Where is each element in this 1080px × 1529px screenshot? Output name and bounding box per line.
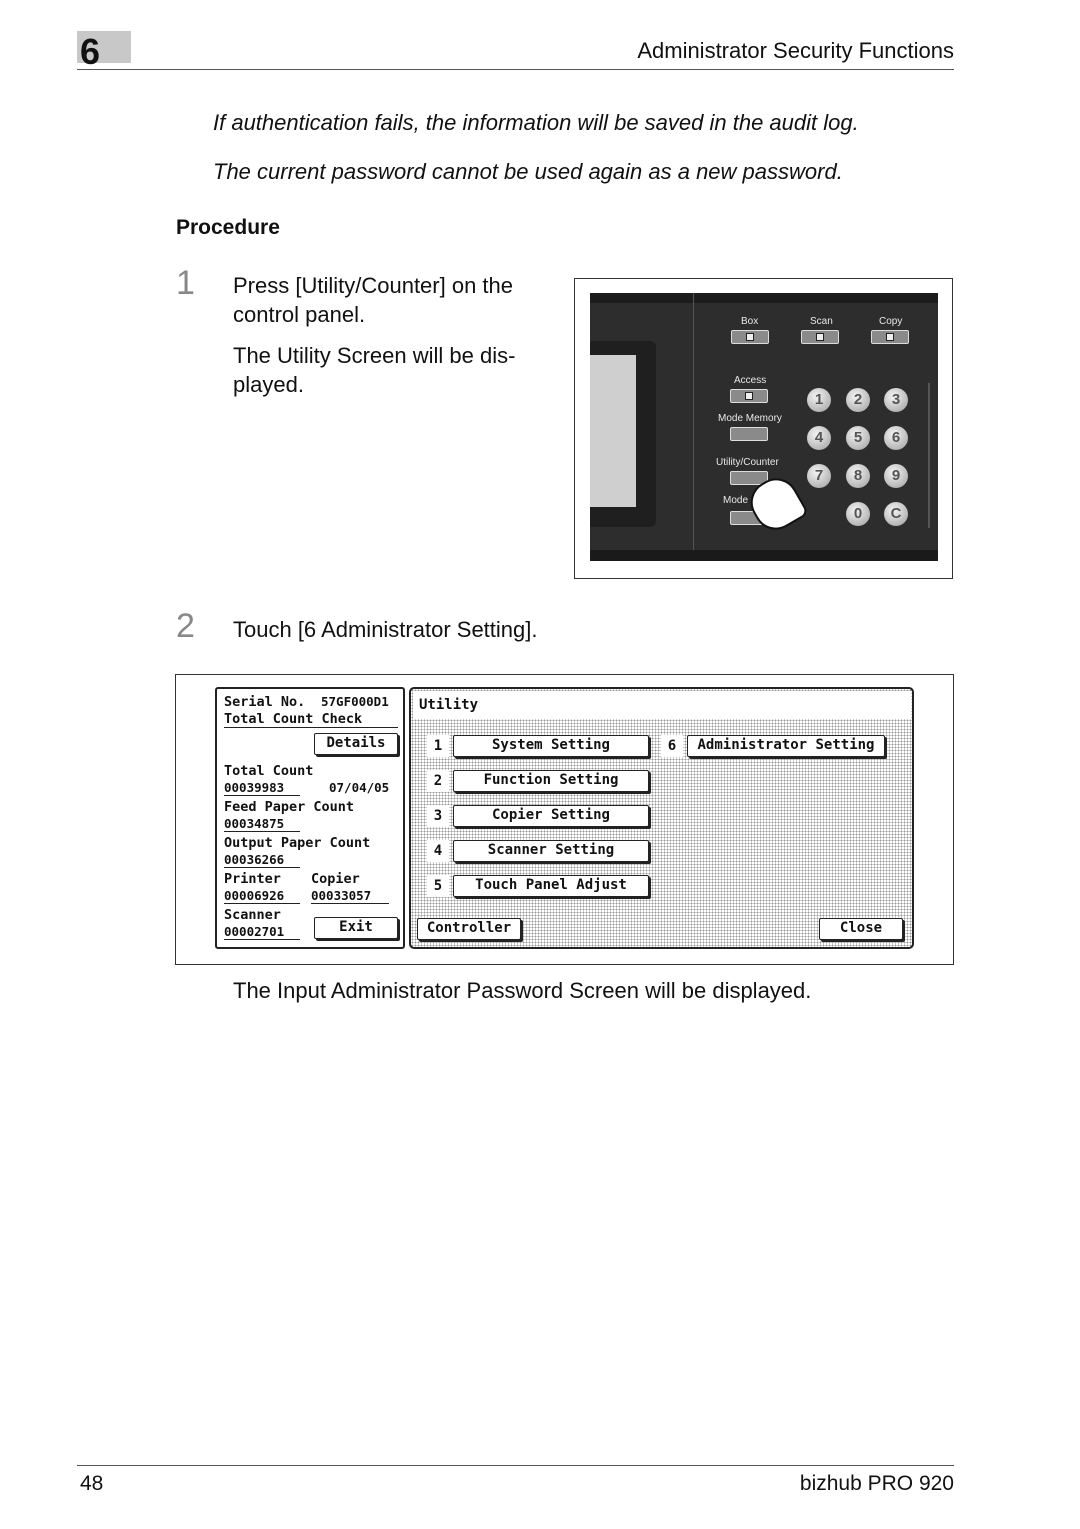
note-password-reuse: The current password cannot be used agai… (213, 159, 843, 184)
keypad-9[interactable]: 9 (884, 464, 908, 488)
counter-panel: Serial No. 57GF000D1 Total Count Check D… (215, 687, 405, 949)
close-button[interactable]: Close (819, 918, 903, 940)
output-paper-count-label: Output Paper Count (224, 835, 371, 851)
scan-icon (816, 333, 824, 341)
panel-label-scan: Scan (810, 316, 833, 327)
step-1-line-1: Press [Utility/Counter] on the (233, 273, 514, 298)
copier-label: Copier (311, 871, 360, 887)
page-number: 48 (80, 1472, 104, 1495)
scan-key[interactable] (801, 330, 839, 344)
section-title: Administrator Security Functions (637, 38, 954, 63)
menu-number-2: 2 (427, 770, 449, 792)
panel-label-utility-counter: Utility/Counter (716, 457, 779, 468)
controller-button[interactable]: Controller (417, 918, 521, 940)
copy-key[interactable] (871, 330, 909, 344)
utility-title: Utility (417, 697, 481, 713)
step-2-number: 2 (176, 607, 195, 645)
serial-label: Serial No. (224, 694, 306, 710)
control-panel-photo: Box Scan Copy Access Mode Memory Utility… (590, 293, 938, 561)
administrator-setting-button[interactable]: Administrator Setting (687, 735, 885, 757)
step-1-number: 1 (176, 264, 195, 302)
step-2-text: Touch [6 Administrator Setting]. (233, 617, 538, 642)
step-2-result: The Input Administrator Password Screen … (233, 978, 812, 1003)
scanner-setting-button[interactable]: Scanner Setting (453, 840, 649, 862)
keypad-3[interactable]: 3 (884, 388, 908, 412)
menu-number-1: 1 (427, 735, 449, 757)
keypad-6[interactable]: 6 (884, 426, 908, 450)
scanner-label: Scanner (224, 907, 281, 923)
keypad-1[interactable]: 1 (807, 388, 831, 412)
keypad-8[interactable]: 8 (846, 464, 870, 488)
feed-paper-count-label: Feed Paper Count (224, 799, 355, 815)
total-count-value: 00039983 (224, 780, 300, 796)
chapter-number: 6 (80, 31, 101, 72)
footer-rule (77, 1465, 954, 1466)
keypad-0[interactable]: 0 (846, 502, 870, 526)
menu-number-5: 5 (427, 875, 449, 897)
step-1-text: Press [Utility/Counter] on the control p… (233, 271, 515, 399)
panel-label-mode-memory: Mode Memory (718, 413, 782, 424)
copy-icon (886, 333, 894, 341)
panel-label-copy: Copy (879, 316, 903, 327)
key-icon (745, 392, 753, 400)
function-setting-button[interactable]: Function Setting (453, 770, 649, 792)
panel-lcd (590, 355, 636, 507)
touch-panel-adjust-button[interactable]: Touch Panel Adjust (453, 875, 649, 897)
printer-count-value: 00006926 (224, 888, 300, 904)
panel-label-access: Access (734, 375, 767, 386)
system-setting-button[interactable]: System Setting (453, 735, 649, 757)
access-key[interactable] (730, 389, 768, 403)
scanner-count-value: 00002701 (224, 924, 300, 940)
exit-button[interactable]: Exit (314, 917, 398, 939)
date-value: 07/04/05 (329, 780, 390, 795)
keypad-clear[interactable]: C (884, 502, 908, 526)
step-1-line-3: The Utility Screen will be dis- (233, 343, 516, 368)
note-audit-log: If authentication fails, the information… (213, 110, 859, 135)
printer-label: Printer (224, 871, 281, 887)
keypad-5[interactable]: 5 (846, 426, 870, 450)
menu-number-6: 6 (661, 735, 683, 757)
procedure-heading: Procedure (176, 216, 280, 239)
utility-menu-panel: Utility 1 System Setting 2 Function Sett… (409, 687, 914, 949)
menu-number-4: 4 (427, 840, 449, 862)
menu-number-3: 3 (427, 805, 449, 827)
keypad-4[interactable]: 4 (807, 426, 831, 450)
copier-count-value: 00033057 (311, 888, 389, 904)
mode-memory-key[interactable] (730, 427, 768, 441)
serial-value: 57GF000D1 (321, 694, 389, 709)
panel-label-box: Box (741, 316, 759, 327)
chapter-tab (77, 31, 131, 63)
output-paper-count-value: 00036266 (224, 852, 300, 868)
copier-setting-button[interactable]: Copier Setting (453, 805, 649, 827)
total-count-label: Total Count (224, 763, 314, 779)
box-icon (746, 333, 754, 341)
keypad-2[interactable]: 2 (846, 388, 870, 412)
product-name: bizhub PRO 920 (799, 1472, 954, 1495)
step-1-line-2: control panel. (233, 302, 366, 327)
feed-paper-count-value: 00034875 (224, 816, 300, 832)
utility-counter-key[interactable] (730, 471, 768, 485)
header-rule (77, 69, 954, 70)
details-button[interactable]: Details (314, 733, 398, 755)
box-key[interactable] (731, 330, 769, 344)
step-1-line-4: played. (233, 372, 304, 397)
keypad-7[interactable]: 7 (807, 464, 831, 488)
total-count-check-label: Total Count Check (224, 711, 398, 728)
